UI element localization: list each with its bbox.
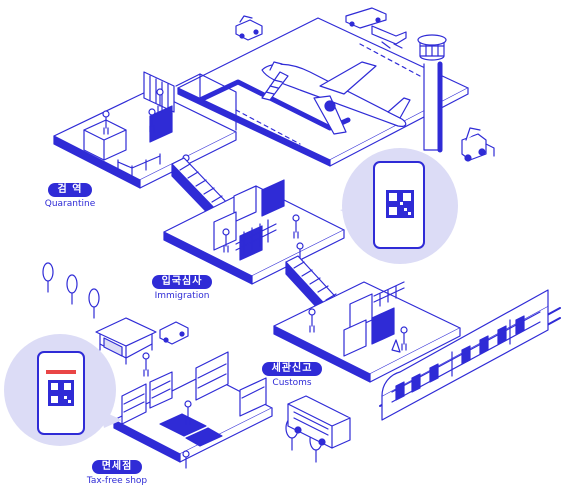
airplane-icon xyxy=(261,61,411,135)
smartphone-qr-icon xyxy=(37,351,85,435)
stage-label-quarantine: 검 역 Quarantine xyxy=(30,183,110,210)
customs-platform xyxy=(273,281,461,383)
stage-label-ko: 입국심사 xyxy=(151,275,213,289)
stage-label-ko: 검 역 xyxy=(47,183,93,197)
stage-label-ko: 면세점 xyxy=(91,460,143,474)
smartphone-qr-icon xyxy=(373,161,425,249)
parking-kiosk xyxy=(95,317,189,377)
control-tower-icon xyxy=(417,34,447,153)
stage-label-taxfree: 면세점 Tax-free shop xyxy=(72,460,162,487)
taxfree-platform xyxy=(113,351,273,469)
stage-label-customs: 세관신고 Customs xyxy=(252,362,332,389)
bus-icon xyxy=(287,395,351,449)
stage-label-en: Immigration xyxy=(154,291,210,301)
train-icon xyxy=(379,289,561,421)
forklift-icon xyxy=(461,127,495,162)
service-vehicles xyxy=(235,7,407,49)
stage-label-en: Customs xyxy=(272,378,312,388)
stage-label-en: Tax-free shop xyxy=(86,476,148,486)
stage-label-immigration: 입국심사 Immigration xyxy=(140,275,224,302)
stage-label-en: Quarantine xyxy=(44,199,96,209)
stage-label-ko: 세관신고 xyxy=(261,362,323,376)
